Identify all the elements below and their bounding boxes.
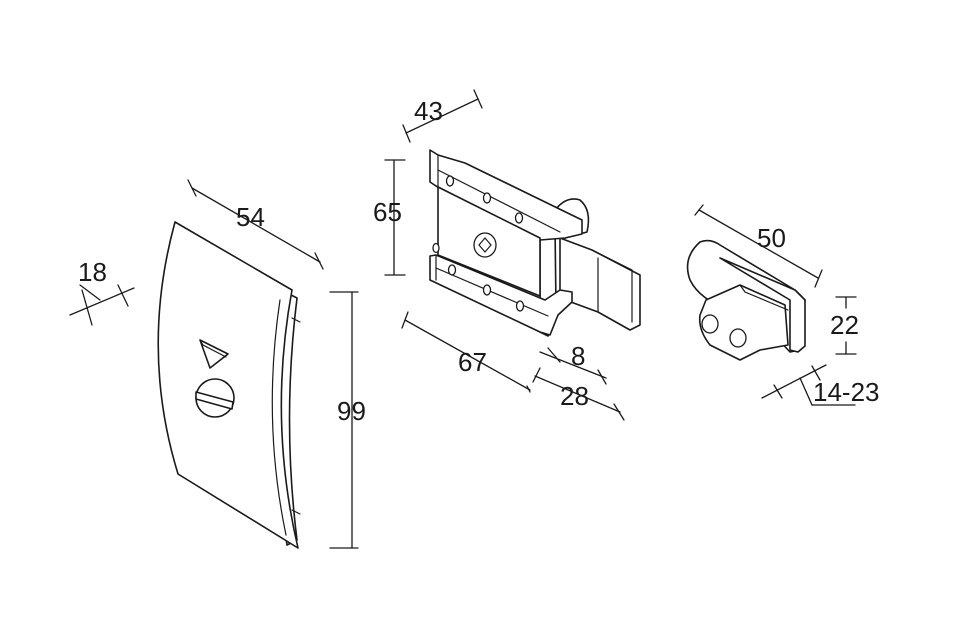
cover-depth-label: 18	[78, 257, 107, 287]
keeper-hole-right	[729, 328, 747, 348]
cover-height-label: 99	[337, 396, 366, 426]
dimension-keeper-width: 50	[694, 204, 823, 288]
dimension-door-thickness: 14-23	[761, 364, 880, 407]
lock-length-label: 67	[458, 347, 487, 377]
keeper-strike-block	[698, 284, 789, 361]
door-thickness-label: 14-23	[813, 377, 880, 407]
dimension-cover-width: 54	[187, 179, 324, 270]
lock-top-flange	[429, 149, 583, 241]
keeper	[686, 239, 806, 361]
lock-body	[429, 149, 641, 337]
dimension-lock-height: 65	[373, 159, 406, 276]
lock-depth-label: 43	[414, 96, 443, 126]
slotted-screw-icon	[195, 378, 235, 418]
dimension-cover-depth: 18	[69, 257, 135, 326]
bolt-offset-label: 8	[571, 341, 585, 371]
cover-plate	[157, 221, 301, 549]
cover-width-label: 54	[236, 202, 265, 232]
dimension-lock-depth: 43	[402, 89, 483, 143]
lock-height-label: 65	[373, 197, 402, 227]
keeper-hole-left	[701, 314, 719, 334]
keeper-width-label: 50	[757, 223, 786, 253]
keeper-height-label: 22	[830, 310, 859, 340]
dimension-keeper-height: 22	[830, 296, 859, 355]
bolt-length-label: 28	[560, 381, 589, 411]
lock-bottom-flange	[429, 254, 573, 336]
lock-bolt	[559, 237, 641, 331]
spindle-square-icon	[473, 232, 497, 258]
dimension-bolt-offset: 8	[539, 341, 607, 385]
dimension-bolt-length: 28	[532, 367, 625, 421]
dimension-lock-length: 67	[401, 311, 531, 393]
dimension-cover-height: 99	[329, 291, 366, 549]
